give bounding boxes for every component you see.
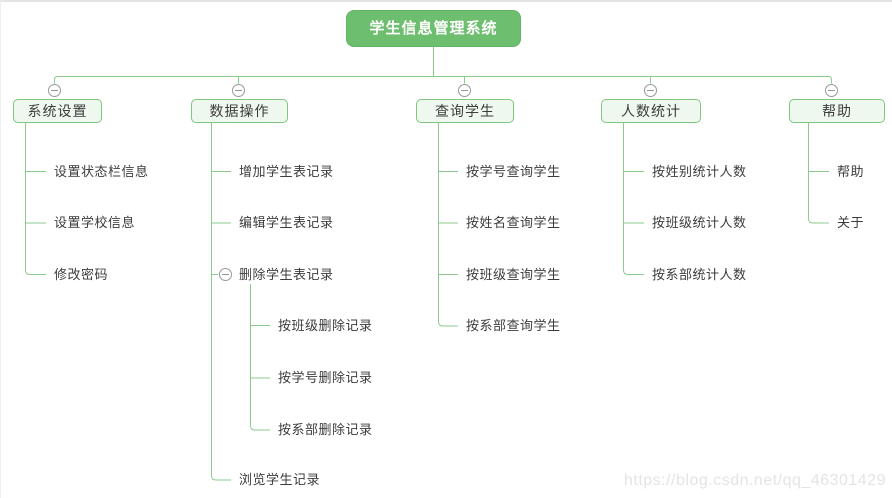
- topic-query-by-student-id[interactable]: 按学号查询学生: [466, 163, 561, 179]
- topic-count-by-class[interactable]: 按班级统计人数: [652, 215, 747, 230]
- topic-count-by-department[interactable]: 按系部统计人数: [652, 266, 747, 282]
- topic-query-by-department[interactable]: 按系部查询学生: [466, 318, 561, 333]
- topic-browse-student-records[interactable]: 浏览学生记录: [239, 472, 321, 487]
- topic-delete-student-record[interactable]: 删除学生表记录: [239, 266, 334, 282]
- collapse-icon-delete-record[interactable]: [218, 268, 232, 281]
- topic-query-by-class[interactable]: 按班级查询学生: [466, 266, 561, 282]
- topic-about[interactable]: 关于: [837, 215, 865, 230]
- root-node[interactable]: 学生信息管理系统: [346, 10, 521, 47]
- topic-delete-by-class[interactable]: 按班级删除记录: [278, 317, 373, 333]
- branch-node-system-settings[interactable]: 系统设置: [13, 99, 102, 123]
- topic-help[interactable]: 帮助: [837, 163, 865, 179]
- branch-node-data-operations[interactable]: 数据操作: [191, 99, 288, 123]
- topic-change-password[interactable]: 修改密码: [54, 266, 109, 282]
- collapse-icon-system-settings[interactable]: [48, 83, 61, 97]
- topic-count-by-gender[interactable]: 按姓别统计人数: [652, 163, 747, 179]
- branch-node-count-statistics[interactable]: 人数统计: [601, 99, 701, 123]
- collapse-icon-data-operations[interactable]: [232, 83, 245, 97]
- topic-edit-student-record[interactable]: 编辑学生表记录: [239, 215, 334, 230]
- topic-set-statusbar-info[interactable]: 设置状态栏信息: [54, 163, 149, 179]
- collapse-icon-count-statistics[interactable]: [644, 83, 657, 97]
- branch-node-query-students[interactable]: 查询学生: [416, 99, 514, 123]
- collapse-icon-help[interactable]: [825, 83, 838, 97]
- watermark: https://blog.csdn.net/qq_46301429: [623, 472, 886, 489]
- branch-node-help[interactable]: 帮助: [789, 99, 885, 123]
- topic-set-school-info[interactable]: 设置学校信息: [54, 215, 136, 230]
- topic-delete-by-student-id[interactable]: 按学号删除记录: [278, 370, 373, 385]
- topic-delete-by-department[interactable]: 按系部删除记录: [278, 422, 373, 437]
- topic-query-by-name[interactable]: 按姓名查询学生: [466, 215, 561, 230]
- collapse-icon-query-students[interactable]: [458, 83, 471, 97]
- topic-add-student-record[interactable]: 增加学生表记录: [239, 163, 334, 179]
